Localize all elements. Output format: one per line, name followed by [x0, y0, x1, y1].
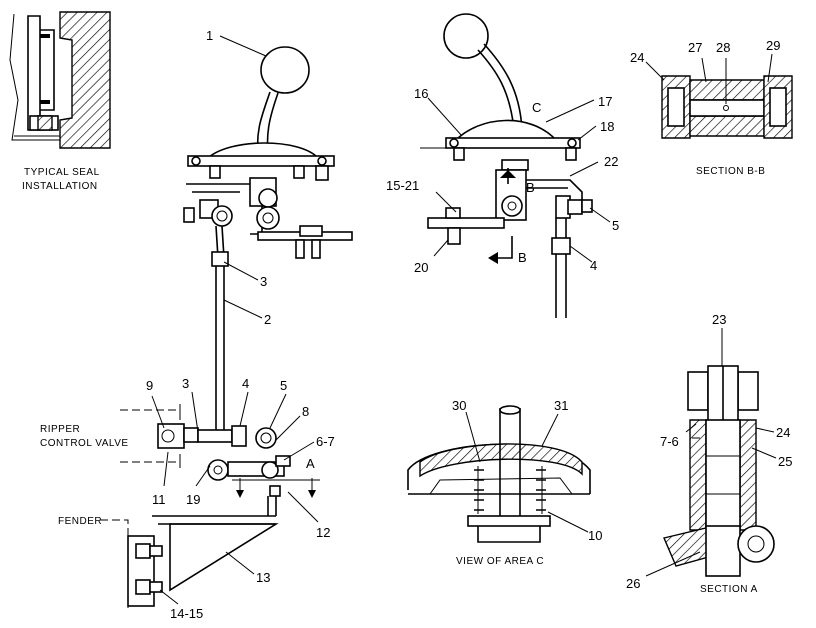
- marker-c: C: [532, 100, 541, 115]
- callout-27: 27: [688, 40, 702, 55]
- callout-24-top: 24: [630, 50, 644, 65]
- callout-19: 19: [186, 492, 200, 507]
- callout-22: 22: [604, 154, 618, 169]
- callout-9: 9: [146, 378, 153, 393]
- callout-4-right: 4: [590, 258, 597, 273]
- typical-seal-installation: TYPICAL SEAL INSTALLATION: [9, 11, 111, 192]
- marker-a: A: [306, 456, 315, 471]
- callout-13: 13: [256, 570, 270, 585]
- section-a: 23 7-6 24 25 26 SECTION A: [626, 312, 792, 595]
- lever-knob: [260, 46, 310, 94]
- callout-3-bottom: 3: [182, 376, 189, 391]
- callout-30: 30: [452, 398, 466, 413]
- callout-16: 16: [414, 86, 428, 101]
- callout-3-top: 3: [260, 274, 267, 289]
- callout-2: 2: [264, 312, 271, 327]
- marker-b-bottom: B: [518, 250, 527, 265]
- caption-fender: FENDER: [58, 516, 102, 527]
- callout-10: 10: [588, 528, 602, 543]
- callout-5-left: 5: [280, 378, 287, 393]
- callout-15-21: 15-21: [386, 178, 419, 193]
- callout-1: 1: [206, 28, 213, 43]
- callout-29: 29: [766, 38, 780, 53]
- callout-6-7-left: 6-7: [316, 434, 335, 449]
- callout-11: 11: [152, 492, 166, 507]
- callout-18: 18: [600, 119, 614, 134]
- callout-17: 17: [598, 94, 612, 109]
- callout-5-right: 5: [612, 218, 619, 233]
- callout-7-6: 7-6: [660, 434, 679, 449]
- lower-linkage: [100, 404, 320, 610]
- caption-installation: INSTALLATION: [22, 181, 98, 192]
- caption-typical-seal: TYPICAL SEAL: [24, 167, 100, 178]
- callout-31: 31: [554, 398, 568, 413]
- top-center-detail: B B C: [420, 13, 593, 318]
- callout-24-bottom: 24: [776, 425, 790, 440]
- caption-view-area-c: VIEW OF AREA C: [456, 556, 544, 567]
- callout-14-15: 14-15: [170, 606, 203, 621]
- left-callouts: 1 3 2 9 3 4 5 8 6-7 A 11 19 12 13 14-15 …: [40, 28, 335, 621]
- callout-8: 8: [302, 404, 309, 419]
- callout-23: 23: [712, 312, 726, 327]
- view-area-c: 30 31 10 VIEW OF AREA C: [407, 398, 602, 567]
- main-lever-assembly: [183, 46, 353, 430]
- caption-ripper: RIPPER: [40, 424, 80, 435]
- caption-control-valve: CONTROL VALVE: [40, 438, 129, 449]
- caption-section-bb: SECTION B-B: [696, 166, 765, 177]
- callout-28: 28: [716, 40, 730, 55]
- callout-12: 12: [316, 525, 330, 540]
- section-bb: 24 27 28 29 SECTION B-B: [630, 38, 793, 177]
- callout-4-left: 4: [242, 376, 249, 391]
- callout-25: 25: [778, 454, 792, 469]
- top-center-callouts: 16 17 18 22 15-21 5 20 4: [386, 86, 619, 275]
- caption-section-a: SECTION A: [700, 584, 758, 595]
- callout-20: 20: [414, 260, 428, 275]
- callout-26: 26: [626, 576, 640, 591]
